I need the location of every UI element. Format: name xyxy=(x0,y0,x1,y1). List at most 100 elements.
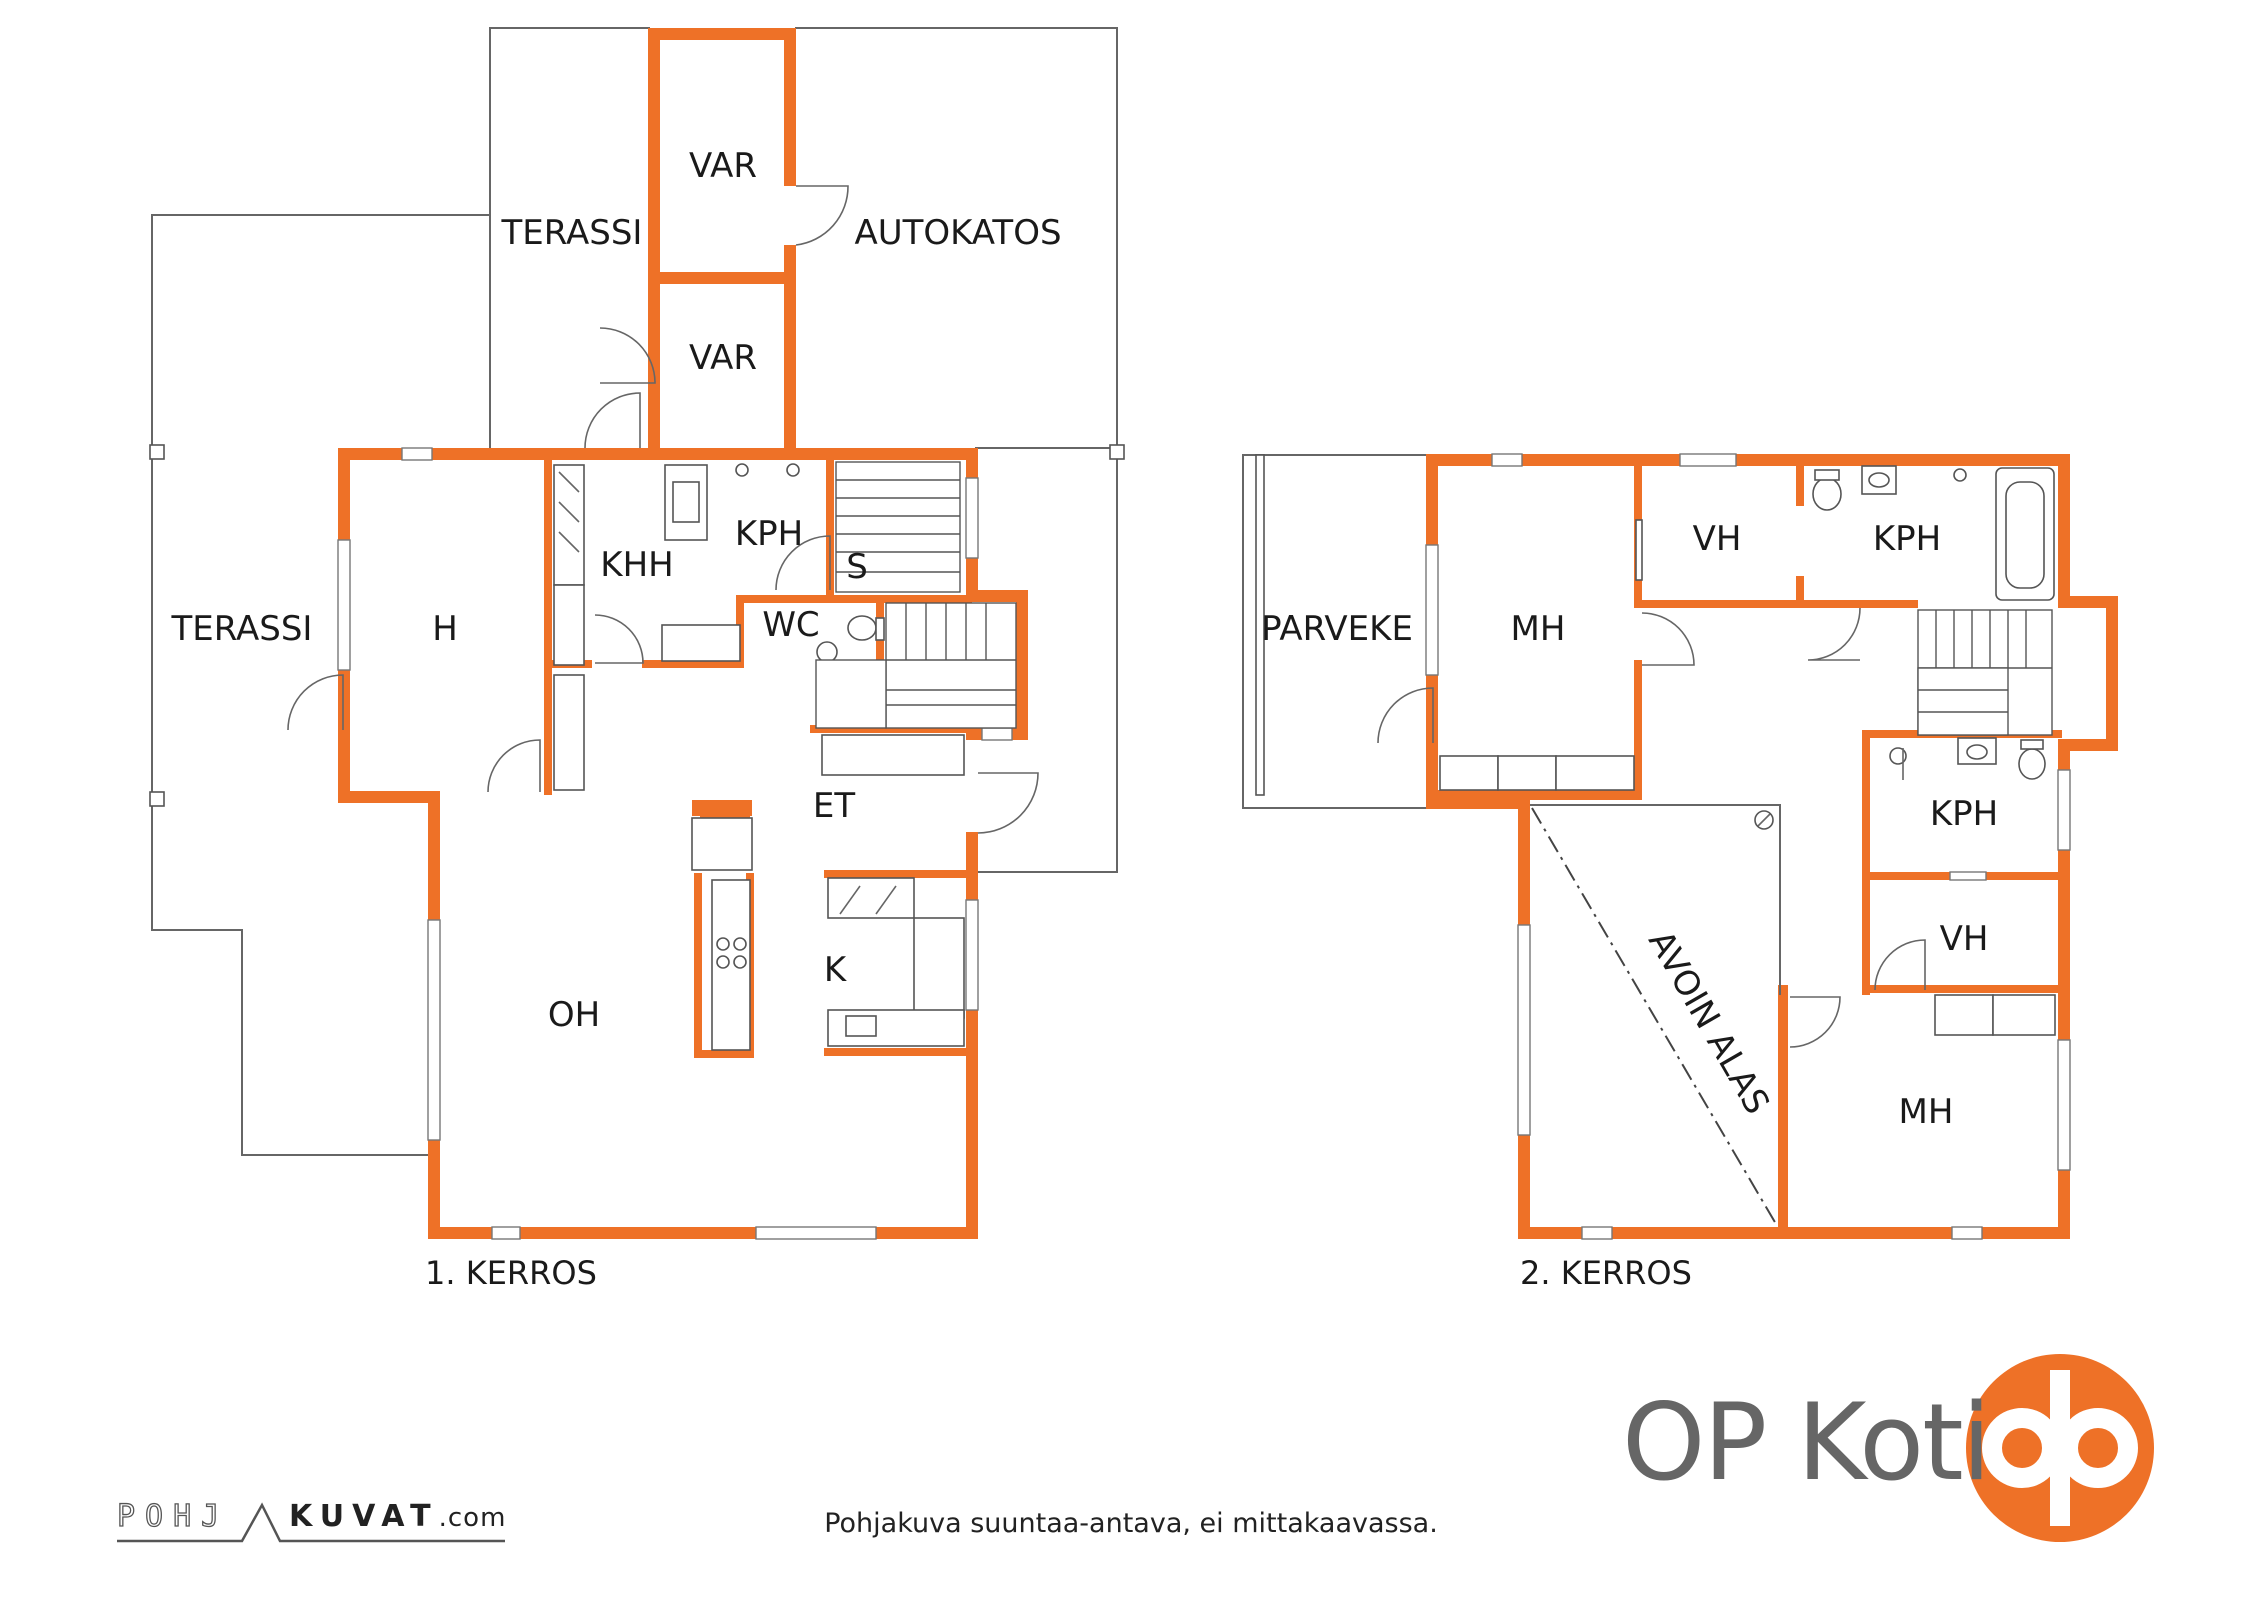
window xyxy=(1491,453,1523,467)
window xyxy=(755,1226,877,1240)
watermark-underline xyxy=(117,1502,505,1543)
room-labels: TERASSI TERASSI VAR VAR AUTOKATOS H KHH … xyxy=(171,146,1999,1292)
window xyxy=(401,447,433,461)
wc-tank xyxy=(875,617,885,641)
wall xyxy=(1862,730,1870,995)
room-label-kph: KPH xyxy=(735,514,803,554)
room-label-autokatos: AUTOKATOS xyxy=(854,213,1061,253)
hall-cabinet xyxy=(821,734,965,776)
fixture-line xyxy=(558,501,580,523)
balcony-rail xyxy=(1255,454,1265,796)
wall xyxy=(648,272,796,284)
shower-head xyxy=(1953,468,1967,482)
fixture-line xyxy=(875,885,897,915)
room-label-var-bottom: VAR xyxy=(689,338,757,378)
wall xyxy=(810,725,970,733)
wall xyxy=(2058,739,2118,751)
op-logo-icon xyxy=(1966,1354,2154,1542)
open-below-label: AVOIN ALAS xyxy=(1640,924,1777,1121)
stove-burner xyxy=(716,937,730,951)
door xyxy=(795,185,849,246)
wall xyxy=(642,660,742,668)
wall xyxy=(1778,985,1788,1235)
toilet xyxy=(1812,477,1842,511)
door xyxy=(1641,612,1695,666)
window xyxy=(1679,453,1737,467)
room-label-h: H xyxy=(432,609,458,649)
wall xyxy=(966,590,1028,602)
window xyxy=(981,727,1013,741)
wall xyxy=(694,873,702,1058)
open-below-outline xyxy=(1530,804,1781,995)
toilet-tank xyxy=(1814,469,1840,481)
fixture-line xyxy=(839,885,861,915)
wall xyxy=(1634,660,1642,800)
wardrobe xyxy=(1497,755,1557,791)
wall xyxy=(2106,596,2118,751)
window xyxy=(2057,1039,2071,1171)
balcony-outline xyxy=(1242,454,1430,809)
stove-burner xyxy=(716,955,730,969)
window xyxy=(1517,924,1531,1136)
floor-1-caption: 1. KERROS xyxy=(425,1254,597,1292)
wall xyxy=(694,1050,754,1058)
wall xyxy=(736,595,972,603)
khh-counter xyxy=(661,624,741,662)
window xyxy=(2057,769,2071,851)
room-label-kph-top: KPH xyxy=(1873,519,1941,559)
wall xyxy=(648,28,796,40)
room-label-parveke: PARVEKE xyxy=(1261,609,1413,649)
floor-1-plan xyxy=(149,27,1125,1240)
window xyxy=(965,477,979,559)
window xyxy=(1949,871,1987,881)
stairs-floor-1 xyxy=(815,461,1017,729)
room-label-et: ET xyxy=(813,786,855,826)
door xyxy=(1377,687,1434,744)
wall xyxy=(1796,576,1804,606)
khh-cabinet xyxy=(553,464,585,586)
window xyxy=(1581,1226,1613,1240)
room-label-vh-mid: VH xyxy=(1940,919,1989,959)
kitchen-hood xyxy=(692,800,752,816)
shower-head xyxy=(786,463,800,477)
chimney-mark xyxy=(1757,813,1771,827)
door xyxy=(487,739,541,793)
room-label-s: S xyxy=(846,547,868,587)
wall xyxy=(1426,454,2070,466)
window xyxy=(491,1226,521,1240)
sink-basin xyxy=(1868,472,1890,488)
watermark-right-text: KUVAT xyxy=(289,1499,439,1534)
floor-2-plan xyxy=(1242,453,2118,1240)
watermark-right: KUVAT.com xyxy=(289,1499,506,1534)
sliding-door xyxy=(1635,519,1643,581)
room-label-wc: WC xyxy=(762,605,819,645)
terrace-top-outline xyxy=(489,27,650,448)
door xyxy=(1807,607,1861,661)
floor-2-caption: 2. KERROS xyxy=(1520,1254,1692,1292)
door xyxy=(977,772,1039,834)
door xyxy=(287,674,344,731)
wall xyxy=(1430,790,1640,800)
wall xyxy=(1634,600,1918,608)
wall xyxy=(784,28,796,186)
door xyxy=(1874,939,1926,991)
disclaimer: Pohjakuva suuntaa-antava, ei mittakaavas… xyxy=(824,1508,1438,1539)
stove-burner xyxy=(733,955,747,969)
room-label-oh: OH xyxy=(548,995,600,1035)
khh-cabinet xyxy=(553,674,585,791)
terrace-left-outline xyxy=(151,214,490,1156)
wc-sink xyxy=(816,641,838,663)
wc-toilet xyxy=(847,615,877,641)
watermark-left: POHJ xyxy=(116,1498,230,1534)
toilet-tank xyxy=(2020,739,2044,750)
room-label-terassi-top: TERASSI xyxy=(501,213,643,253)
kitchen-counter xyxy=(913,917,965,1019)
wall xyxy=(824,870,970,878)
toilet xyxy=(2018,748,2046,780)
khh-cabinet xyxy=(553,584,585,666)
post xyxy=(149,791,165,807)
kitchen-sink xyxy=(845,1015,877,1037)
open-below-line xyxy=(1531,807,1777,1225)
room-label-kph-mid: KPH xyxy=(1930,794,1998,834)
window xyxy=(965,899,979,1011)
